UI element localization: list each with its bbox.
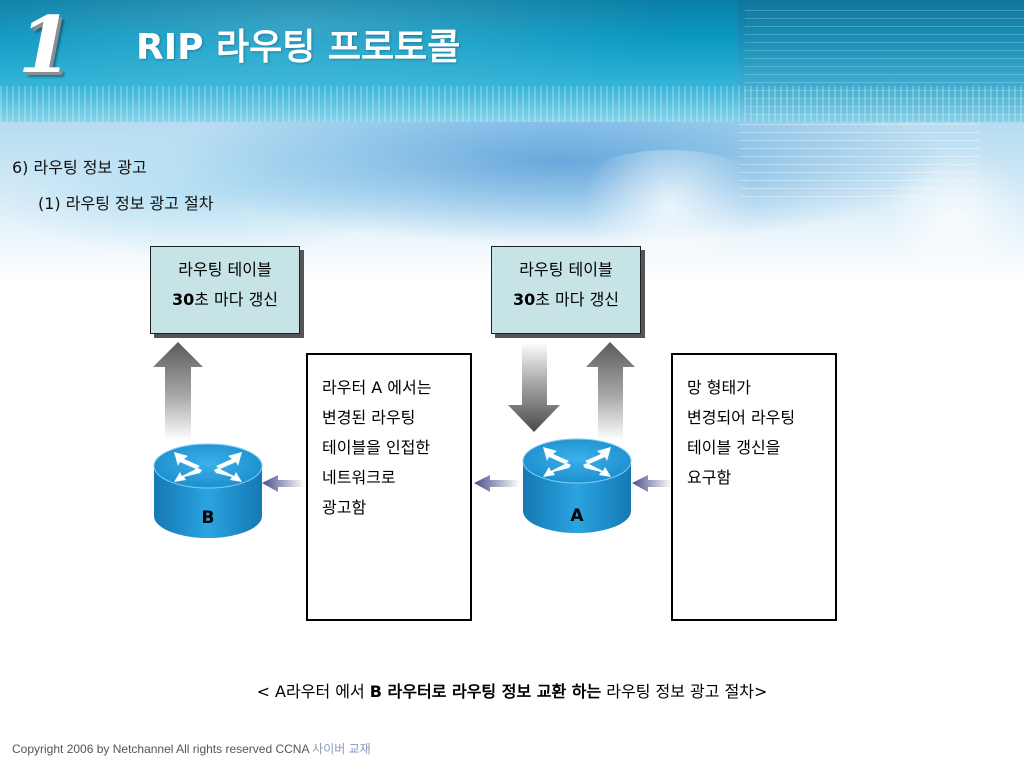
update-suffix: 초 마다 갱신 xyxy=(194,290,279,309)
diagram-caption: < A라우터 에서 B 라우터로 라우팅 정보 교환 하는 라우팅 정보 광고 … xyxy=(0,678,1024,702)
routing-table-update-interval: 30초 마다 갱신 xyxy=(492,285,640,315)
header-band: 1 RIP 라우팅 프로토콜 xyxy=(0,0,1024,122)
info-line: 광고함 xyxy=(322,498,367,517)
info-line: 변경되어 라우팅 xyxy=(687,408,796,427)
section-subheading: (1) 라우팅 정보 광고 절차 xyxy=(38,194,214,213)
header-stripes xyxy=(0,86,1024,122)
slide-title: RIP 라우팅 프로토콜 xyxy=(136,27,461,68)
update-seconds: 30 xyxy=(171,290,195,309)
info-box-topology-change: 망 형태가 변경되어 라우팅 테이블 갱신을 요구함 xyxy=(671,353,837,621)
header-glow xyxy=(0,0,740,122)
update-seconds: 30 xyxy=(512,290,536,309)
background-highlight xyxy=(880,150,1024,290)
caption-prefix: < A라우터 에서 xyxy=(256,682,370,701)
header-decorative-text-lines xyxy=(745,10,1024,122)
copyright-footer: Copyright 2006 by Netchannel All rights … xyxy=(12,740,371,757)
info-line: 테이블을 인접한 xyxy=(322,438,431,457)
background-highlight xyxy=(560,150,780,260)
router-b: B xyxy=(153,443,263,538)
routing-table-title: 라우팅 테이블 xyxy=(519,260,613,279)
caption-bold: B 라우터로 라우팅 정보 교환 하는 xyxy=(369,682,602,701)
info-line: 변경된 라우팅 xyxy=(322,408,416,427)
router-a-label: A xyxy=(570,506,584,526)
router-arrows-icon xyxy=(174,452,242,482)
up-arrow-a xyxy=(586,342,635,440)
routing-table-box-a: 라우팅 테이블 30초 마다 갱신 xyxy=(491,246,641,334)
info-line: 테이블 갱신을 xyxy=(687,438,781,457)
info-line: 요구함 xyxy=(687,468,732,487)
routing-table-update-interval: 30초 마다 갱신 xyxy=(151,285,299,315)
routing-table-title: 라우팅 테이블 xyxy=(178,260,272,279)
left-arrow-to-info-box xyxy=(474,475,520,492)
info-line: 망 형태가 xyxy=(687,378,751,397)
router-b-label: B xyxy=(202,508,215,528)
section-heading: 6) 라우팅 정보 광고 xyxy=(12,158,147,177)
caption-suffix: 라우팅 정보 광고 절차> xyxy=(601,682,768,701)
info-line: 네트워크로 xyxy=(322,468,396,487)
update-suffix: 초 마다 갱신 xyxy=(535,290,620,309)
background-decorative-text-lines xyxy=(740,124,980,204)
info-line: 라우터 A 에서는 xyxy=(322,378,432,397)
info-box-advertise: 라우터 A 에서는 변경된 라우팅 테이블을 인접한 네트워크로 광고함 xyxy=(306,353,472,621)
down-arrow-a xyxy=(508,342,560,432)
header-decorative-panel xyxy=(738,0,1024,122)
left-arrow-to-router-b xyxy=(262,475,305,492)
left-arrow-to-router-a xyxy=(632,475,672,492)
footer-accent: 사이버 교재 xyxy=(312,742,371,756)
up-arrow-b xyxy=(153,342,203,440)
router-a: A xyxy=(522,438,632,533)
routing-table-box-b: 라우팅 테이블 30초 마다 갱신 xyxy=(150,246,300,334)
router-arrows-icon xyxy=(543,447,611,477)
slide-number-badge: 1 xyxy=(18,0,73,91)
footer-text: Copyright 2006 by Netchannel All rights … xyxy=(12,742,313,756)
